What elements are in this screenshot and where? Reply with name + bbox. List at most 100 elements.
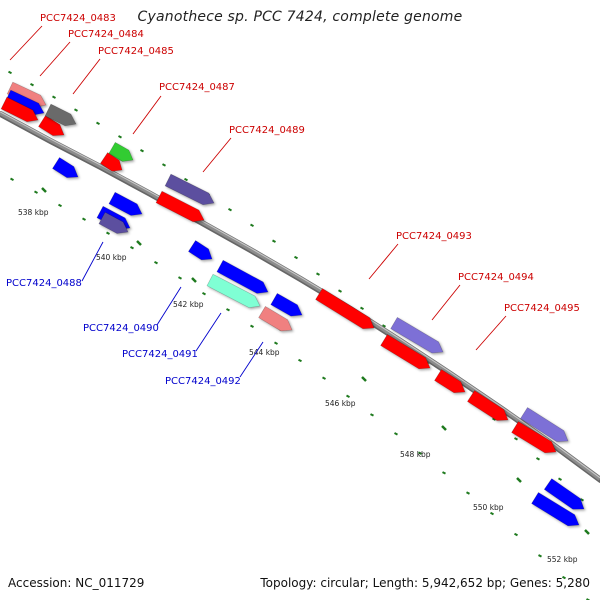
ruler-dot bbox=[272, 239, 276, 243]
major-tick bbox=[136, 240, 142, 246]
ruler-dot bbox=[250, 223, 254, 227]
ruler-label: 550 kbp bbox=[473, 503, 504, 512]
ruler-dot bbox=[514, 532, 518, 537]
ruler-dot bbox=[322, 376, 326, 380]
gene-arrow[interactable] bbox=[38, 115, 65, 136]
gene-arrow[interactable] bbox=[164, 173, 215, 206]
major-tick bbox=[441, 425, 447, 431]
gene-arrow[interactable] bbox=[511, 421, 557, 454]
gene-features bbox=[0, 81, 585, 527]
gene-label-forward[interactable]: PCC7424_0485 bbox=[98, 46, 174, 57]
ruler-label: 538 kbp bbox=[18, 208, 49, 217]
major-tick bbox=[361, 376, 367, 382]
ruler-dot bbox=[360, 306, 364, 311]
gene-arrow[interactable] bbox=[98, 211, 129, 234]
ruler-label: 546 kbp bbox=[325, 399, 356, 408]
gene-leader-line bbox=[39, 41, 71, 77]
ruler-dot bbox=[298, 358, 302, 363]
backbone-highlight bbox=[0, 111, 600, 479]
major-tick bbox=[191, 277, 197, 283]
gene-leader-line bbox=[368, 243, 399, 280]
gene-label-reverse[interactable]: PCC7424_0488 bbox=[6, 278, 82, 289]
ruler-dot bbox=[490, 511, 494, 516]
gene-label-reverse[interactable]: PCC7424_0490 bbox=[83, 323, 159, 334]
ruler-dot bbox=[492, 417, 496, 421]
gene-label-forward[interactable]: PCC7424_0489 bbox=[229, 125, 305, 136]
ruler-dot bbox=[30, 82, 34, 87]
ruler-dot bbox=[294, 255, 298, 260]
ruler-dot bbox=[118, 135, 122, 139]
gene-arrow[interactable] bbox=[0, 96, 39, 123]
genome-backbone bbox=[0, 111, 600, 483]
gene-arrow[interactable] bbox=[315, 288, 375, 330]
accession-text: Accession: NC_011729 bbox=[8, 576, 145, 590]
gene-arrow[interactable] bbox=[258, 306, 293, 332]
ruler-label: 552 kbp bbox=[547, 555, 578, 564]
ruler-dot bbox=[562, 575, 566, 580]
ruler-dot bbox=[316, 272, 320, 276]
gene-arrow[interactable] bbox=[270, 292, 303, 317]
gene-leader-line bbox=[9, 25, 43, 61]
ruler-dot bbox=[538, 554, 542, 558]
major-tick bbox=[584, 529, 590, 535]
gene-label-forward[interactable]: PCC7424_0495 bbox=[504, 303, 580, 314]
map-title: Cyanothece sp. PCC 7424, complete genome bbox=[137, 9, 463, 25]
gene-arrow[interactable] bbox=[99, 152, 123, 172]
gene-arrow[interactable] bbox=[390, 316, 444, 354]
gene-leader-line bbox=[156, 286, 182, 326]
ruler-dot bbox=[466, 491, 470, 495]
gene-arrow[interactable] bbox=[520, 407, 569, 442]
ruler-dot bbox=[370, 413, 374, 417]
ruler-dot bbox=[442, 471, 446, 475]
gene-label-forward[interactable]: PCC7424_0484 bbox=[68, 29, 144, 40]
ruler-dot bbox=[52, 95, 56, 99]
gene-arrow[interactable] bbox=[467, 390, 509, 421]
gene-label-forward[interactable]: PCC7424_0493 bbox=[396, 231, 472, 242]
gene-label-reverse[interactable]: PCC7424_0491 bbox=[122, 349, 198, 360]
gene-arrow[interactable] bbox=[434, 369, 466, 394]
gene-arrow[interactable] bbox=[108, 191, 143, 216]
ruler-label: 540 kbp bbox=[96, 253, 127, 262]
gene-arrow[interactable] bbox=[108, 141, 134, 162]
gene-leader-line bbox=[431, 284, 461, 321]
ruler-dot bbox=[274, 341, 278, 345]
gene-arrow[interactable] bbox=[543, 478, 585, 510]
ruler-dot bbox=[580, 498, 584, 502]
ruler-dot bbox=[418, 451, 422, 455]
gene-arrow[interactable] bbox=[380, 334, 431, 370]
ruler-dot bbox=[162, 163, 166, 167]
major-tick bbox=[41, 187, 47, 193]
gene-label-reverse[interactable]: PCC7424_0492 bbox=[165, 376, 241, 387]
ruler-dot bbox=[202, 291, 206, 296]
ruler-dot bbox=[106, 231, 110, 235]
gene-arrow[interactable] bbox=[206, 273, 261, 308]
genome-summary-text: Topology: circular; Length: 5,942,652 bp… bbox=[260, 576, 590, 590]
gene-arrow[interactable] bbox=[188, 240, 213, 261]
ruler-dot bbox=[10, 177, 14, 181]
gene-leader-line bbox=[195, 312, 222, 352]
gene-label-forward[interactable]: PCC7424_0483 bbox=[40, 13, 116, 24]
ruler-dot bbox=[228, 208, 232, 212]
ruler-dot bbox=[394, 432, 398, 436]
ruler-dot bbox=[250, 324, 254, 328]
ruler-dot bbox=[82, 217, 86, 221]
gene-arrow[interactable] bbox=[52, 157, 79, 178]
ruler-dot bbox=[154, 260, 158, 265]
gene-arrow[interactable] bbox=[531, 492, 580, 527]
gene-label-forward[interactable]: PCC7424_0487 bbox=[159, 82, 235, 93]
ruler-dot bbox=[338, 289, 342, 293]
gene-arrow[interactable] bbox=[44, 103, 77, 127]
gene-arrow[interactable] bbox=[155, 190, 205, 223]
ruler-dot bbox=[34, 190, 38, 194]
backbone-line bbox=[0, 111, 600, 481]
ruler-dot bbox=[96, 121, 100, 125]
gene-arrow[interactable] bbox=[216, 259, 269, 294]
gene-leader-line bbox=[81, 241, 104, 282]
ruler-dot bbox=[346, 394, 350, 399]
ruler-dot bbox=[226, 308, 230, 312]
gene-label-forward[interactable]: PCC7424_0494 bbox=[458, 272, 534, 283]
ruler-dot bbox=[536, 457, 540, 461]
